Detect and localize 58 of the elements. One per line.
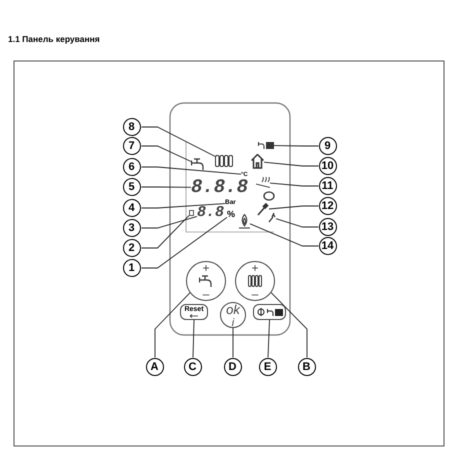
chimney-brush-icon: [257, 203, 269, 216]
leader-line: [141, 216, 228, 268]
leader-line: [232, 328, 234, 358]
tap-radiator-icon: [258, 141, 274, 150]
callout-number: 12: [318, 196, 336, 214]
leader-line: [250, 223, 319, 246]
leader-line: [141, 146, 192, 162]
minus-sign: –: [202, 288, 210, 300]
callout-number: D: [224, 358, 242, 376]
callout-number: 11: [318, 176, 336, 194]
house-icon: [251, 154, 264, 169]
leader-line: [141, 215, 190, 248]
leader-line: [268, 320, 270, 358]
callout-number: 14: [318, 236, 336, 254]
callout-number: 5: [122, 178, 140, 196]
callout-number: 13: [318, 218, 336, 236]
callout-number: 4: [122, 198, 140, 216]
leader-line: [276, 218, 319, 228]
leader-line: [141, 186, 192, 188]
callout-number: B: [298, 358, 316, 376]
callout-number: 10: [318, 156, 336, 174]
leader-line: [141, 216, 198, 228]
minus-sign: –: [252, 288, 258, 300]
callout-number: E: [258, 358, 276, 376]
display-digits: 8.8: [197, 205, 224, 220]
heat-waves-icon: [256, 177, 270, 188]
callout-number: 6: [122, 158, 140, 176]
callout-number: 1: [122, 258, 140, 276]
control-knob: [186, 261, 226, 301]
leader-line: [274, 145, 319, 146]
leader-line: [192, 320, 194, 358]
leader-line: [268, 206, 319, 210]
leader-line: [270, 182, 319, 186]
tap-icon: [191, 158, 204, 171]
plus-sign: +: [202, 262, 210, 274]
callout-number: C: [184, 358, 202, 376]
callout-number: 3: [122, 218, 140, 236]
leader-line: [141, 126, 216, 157]
display-digits: 8.8.8: [191, 178, 248, 197]
wrench-icon: [268, 212, 276, 223]
mode-button: [253, 304, 286, 320]
segment-icon: [189, 210, 194, 216]
callout-number: 8: [122, 118, 140, 136]
leader-line: [264, 162, 319, 166]
leader-line: [141, 166, 242, 175]
callout-number: 7: [122, 136, 140, 154]
leader-line: [154, 292, 190, 358]
flame-icon: [239, 214, 250, 229]
section-heading: 1.1 Панель керування: [8, 34, 100, 44]
callout-number: A: [146, 358, 164, 376]
callout-number: 2: [122, 238, 140, 256]
callout-number: 9: [318, 136, 336, 154]
control-knob: [235, 261, 275, 301]
leader-line: [141, 203, 226, 208]
leader-line: [270, 292, 308, 358]
unit-label: %: [227, 210, 236, 219]
plus-sign: +: [251, 262, 258, 274]
radiator-icon: [215, 155, 233, 167]
